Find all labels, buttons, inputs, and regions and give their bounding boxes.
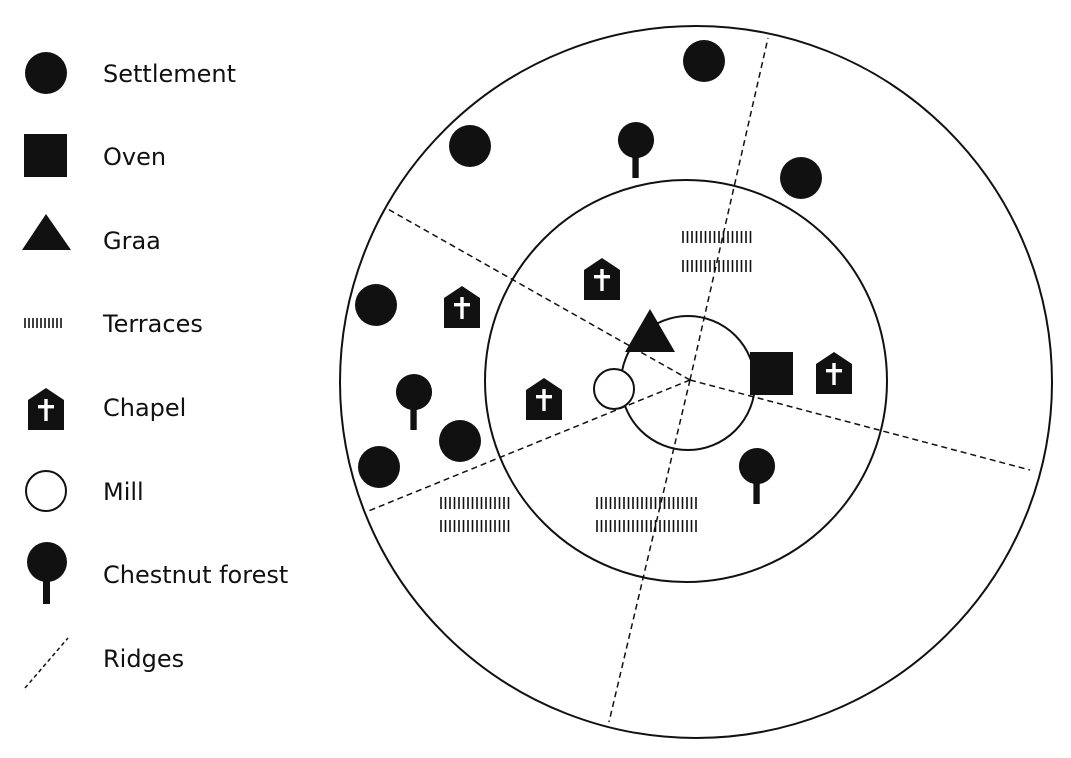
legend-item-terraces: Terraces [24,310,203,338]
legend-label-settlement: Settlement [103,60,236,88]
concentric-map [339,25,1053,739]
chapel-marker [816,352,852,394]
graa-marker [625,309,675,352]
legend-label-oven: Oven [103,143,166,171]
legend-label-terraces: Terraces [102,310,203,338]
legend-item-settlement: Settlement [25,52,236,94]
middle-ring [484,179,888,583]
chestnut-tree-icon [27,542,67,604]
terraces-marker [682,231,752,243]
terraces-marker [596,520,697,532]
oven-icon [24,134,67,177]
oven-marker [750,352,793,395]
terraces-marker [440,497,510,509]
chapel-marker [526,378,562,420]
terraces-icon [24,318,62,328]
chestnut-tree-marker [617,122,655,178]
ridge-line [365,379,691,513]
settlement-marker [780,157,822,199]
chapel-icon [28,388,64,430]
chapel-marker [444,286,480,328]
settlement-icon [25,52,67,94]
settlement-marker [439,420,481,462]
graa-icon [22,214,71,250]
legend-label-graa: Graa [103,227,161,255]
settlement-marker [683,40,725,82]
legend-label-mill: Mill [103,478,144,506]
legend-label-ridges: Ridges [103,645,184,673]
legend-label-chapel: Chapel [103,394,186,422]
terraces-marker [682,260,752,272]
terraces-marker [440,520,510,532]
legend-label-chestnut-forest: Chestnut forest [103,561,288,589]
settlement-marker [449,125,491,167]
legend-item-chapel: Chapel [28,388,186,430]
ridge-line [608,379,691,723]
settlements [355,40,822,488]
terraces-markers [440,231,752,532]
legend-item-ridges: Ridges [24,637,184,689]
chestnut-tree-marker [395,374,433,430]
chapel-marker [584,258,620,300]
ridge-line [689,37,769,381]
legend-item-chestnut-forest: Chestnut forest [27,542,288,604]
settlement-marker [358,446,400,488]
chestnut-tree-marker [738,448,776,504]
mill-icon [25,470,67,512]
settlement-marker [355,284,397,326]
terraces-marker [596,497,697,509]
legend: Settlement Oven Graa Terraces Chapel Mil… [22,52,288,689]
mill-marker [593,368,635,410]
legend-item-oven: Oven [24,134,166,177]
legend-item-mill: Mill [25,470,144,512]
legend-item-graa: Graa [22,214,161,255]
ridge-line [385,207,691,381]
ridge-line-icon [24,637,69,689]
ridge-line [689,379,1031,471]
outer-ring [339,25,1053,739]
ridge-lines [365,37,1031,723]
